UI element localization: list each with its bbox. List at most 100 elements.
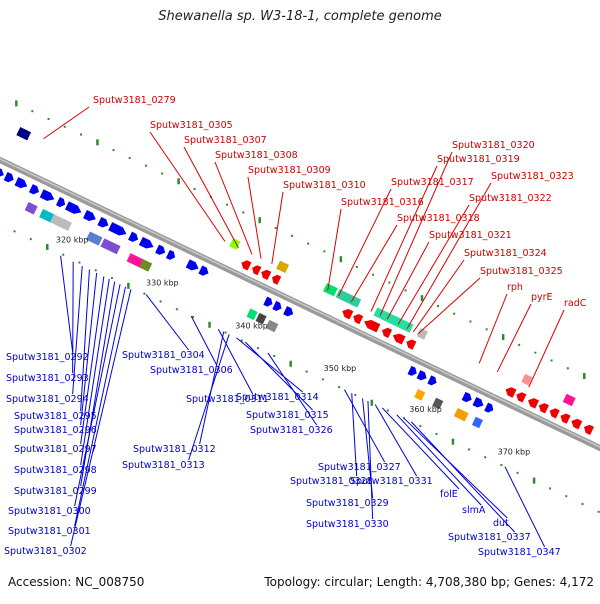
gene-label-Sputw3181_0294: Sputw3181_0294 — [6, 394, 89, 405]
leader-line-blue — [80, 281, 116, 487]
tick-dot — [566, 367, 569, 370]
leader-line-red — [43, 106, 90, 140]
tick-dot — [501, 334, 505, 341]
backbone-line — [0, 156, 600, 452]
feature-box — [323, 283, 338, 297]
gene-label-Sputw3181_0314: Sputw3181_0314 — [236, 392, 319, 403]
gene-label-Sputw3181_0296: Sputw3181_0296 — [14, 425, 97, 436]
tick-dot — [321, 378, 324, 381]
reverse-gene — [560, 413, 571, 424]
leader-line-red — [417, 277, 481, 335]
feature-box — [335, 289, 362, 308]
leader-line-blue — [80, 269, 90, 412]
gene-shape — [39, 189, 55, 201]
forward-gene — [416, 370, 427, 381]
forward-gene — [155, 244, 166, 255]
tick-dot — [404, 289, 407, 292]
gene-label-Sputw3181_0307: Sputw3181_0307 — [184, 135, 267, 146]
tick-dot — [532, 477, 536, 484]
gene-shape — [155, 244, 166, 255]
gene-shape — [272, 300, 282, 311]
leader-line-red — [183, 146, 239, 249]
feature-box — [16, 127, 32, 141]
gene-shape — [342, 308, 354, 320]
leader-line-red — [214, 161, 253, 255]
tick-dot — [47, 117, 50, 120]
tick-dot — [63, 125, 66, 128]
feature-box — [86, 231, 103, 246]
gene-label-Sputw3181_0310: Sputw3181_0310 — [283, 180, 366, 191]
gene-shape — [528, 398, 540, 409]
gene-shape — [416, 328, 428, 340]
forward-gene — [407, 365, 417, 376]
leader-line-blue — [70, 289, 132, 547]
gene-label-dut: dut — [493, 518, 509, 529]
leader-line-blue — [374, 404, 418, 477]
tick-dot — [565, 495, 568, 498]
gene-label-Sputw3181_0298: Sputw3181_0298 — [14, 465, 97, 476]
feature-box — [49, 214, 72, 231]
forward-gene — [97, 216, 109, 228]
forward-gene — [461, 391, 472, 403]
tick-dot — [192, 316, 195, 319]
gene-label-pyrE: pyrE — [531, 292, 553, 303]
leader-line-blue — [72, 265, 83, 395]
reverse-gene — [406, 339, 417, 350]
tick-label-t360: 360 kbp — [409, 405, 442, 414]
gene-shape — [139, 259, 153, 272]
reverse-gene — [528, 398, 540, 409]
leader-line-red — [247, 176, 262, 259]
tick-dot — [372, 273, 375, 276]
tick-dot — [159, 300, 162, 303]
gene-label-Sputw3181_0309: Sputw3181_0309 — [248, 165, 331, 176]
gene-shape — [265, 319, 279, 333]
gene-shape — [97, 216, 109, 228]
tick-dot — [78, 261, 81, 264]
tick-dot — [112, 149, 115, 152]
gene-shape — [461, 391, 472, 403]
tick-dot — [224, 331, 227, 334]
feature-box — [432, 397, 444, 410]
gene-shape — [373, 307, 414, 333]
feature-box — [471, 416, 483, 429]
tick-dot — [240, 339, 243, 342]
feature-box — [521, 373, 533, 386]
gene-shape — [252, 265, 262, 276]
gene-shape — [392, 333, 406, 345]
forward-gene — [272, 300, 282, 311]
gene-shape — [83, 210, 96, 222]
gene-label-Sputw3181_0312: Sputw3181_0312 — [133, 444, 216, 455]
leader-line-red — [370, 165, 438, 312]
feature-box — [24, 202, 38, 215]
reverse-gene — [549, 408, 560, 419]
leader-line-blue — [236, 337, 303, 393]
forward-gene — [128, 231, 139, 242]
tick-dot — [289, 360, 292, 367]
reverse-gene — [382, 327, 393, 339]
gene-shape — [416, 370, 427, 381]
gene-shape — [562, 393, 576, 407]
gene-shape — [49, 214, 72, 231]
gene-shape — [538, 403, 549, 414]
gene-label-Sputw3181_0325: Sputw3181_0325 — [480, 266, 563, 277]
tick-dot — [485, 328, 488, 331]
reverse-gene — [272, 274, 282, 285]
reverse-gene — [571, 418, 583, 430]
gene-shape — [255, 312, 267, 325]
gene-shape — [521, 373, 533, 386]
gene-label-Sputw3181_0305: Sputw3181_0305 — [150, 120, 233, 131]
gene-shape — [549, 408, 560, 419]
gene-shape — [560, 413, 571, 424]
tick-dot — [94, 269, 97, 272]
tick-dot — [339, 256, 343, 263]
leader-line-red — [327, 208, 342, 291]
tick-dot — [193, 188, 196, 191]
forward-gene — [64, 201, 82, 214]
tick-dot — [516, 471, 519, 474]
feature-box — [126, 253, 145, 269]
forward-gene — [55, 197, 66, 208]
tick-label-t330: 330 kbp — [146, 279, 179, 288]
reverse-gene — [516, 392, 527, 403]
